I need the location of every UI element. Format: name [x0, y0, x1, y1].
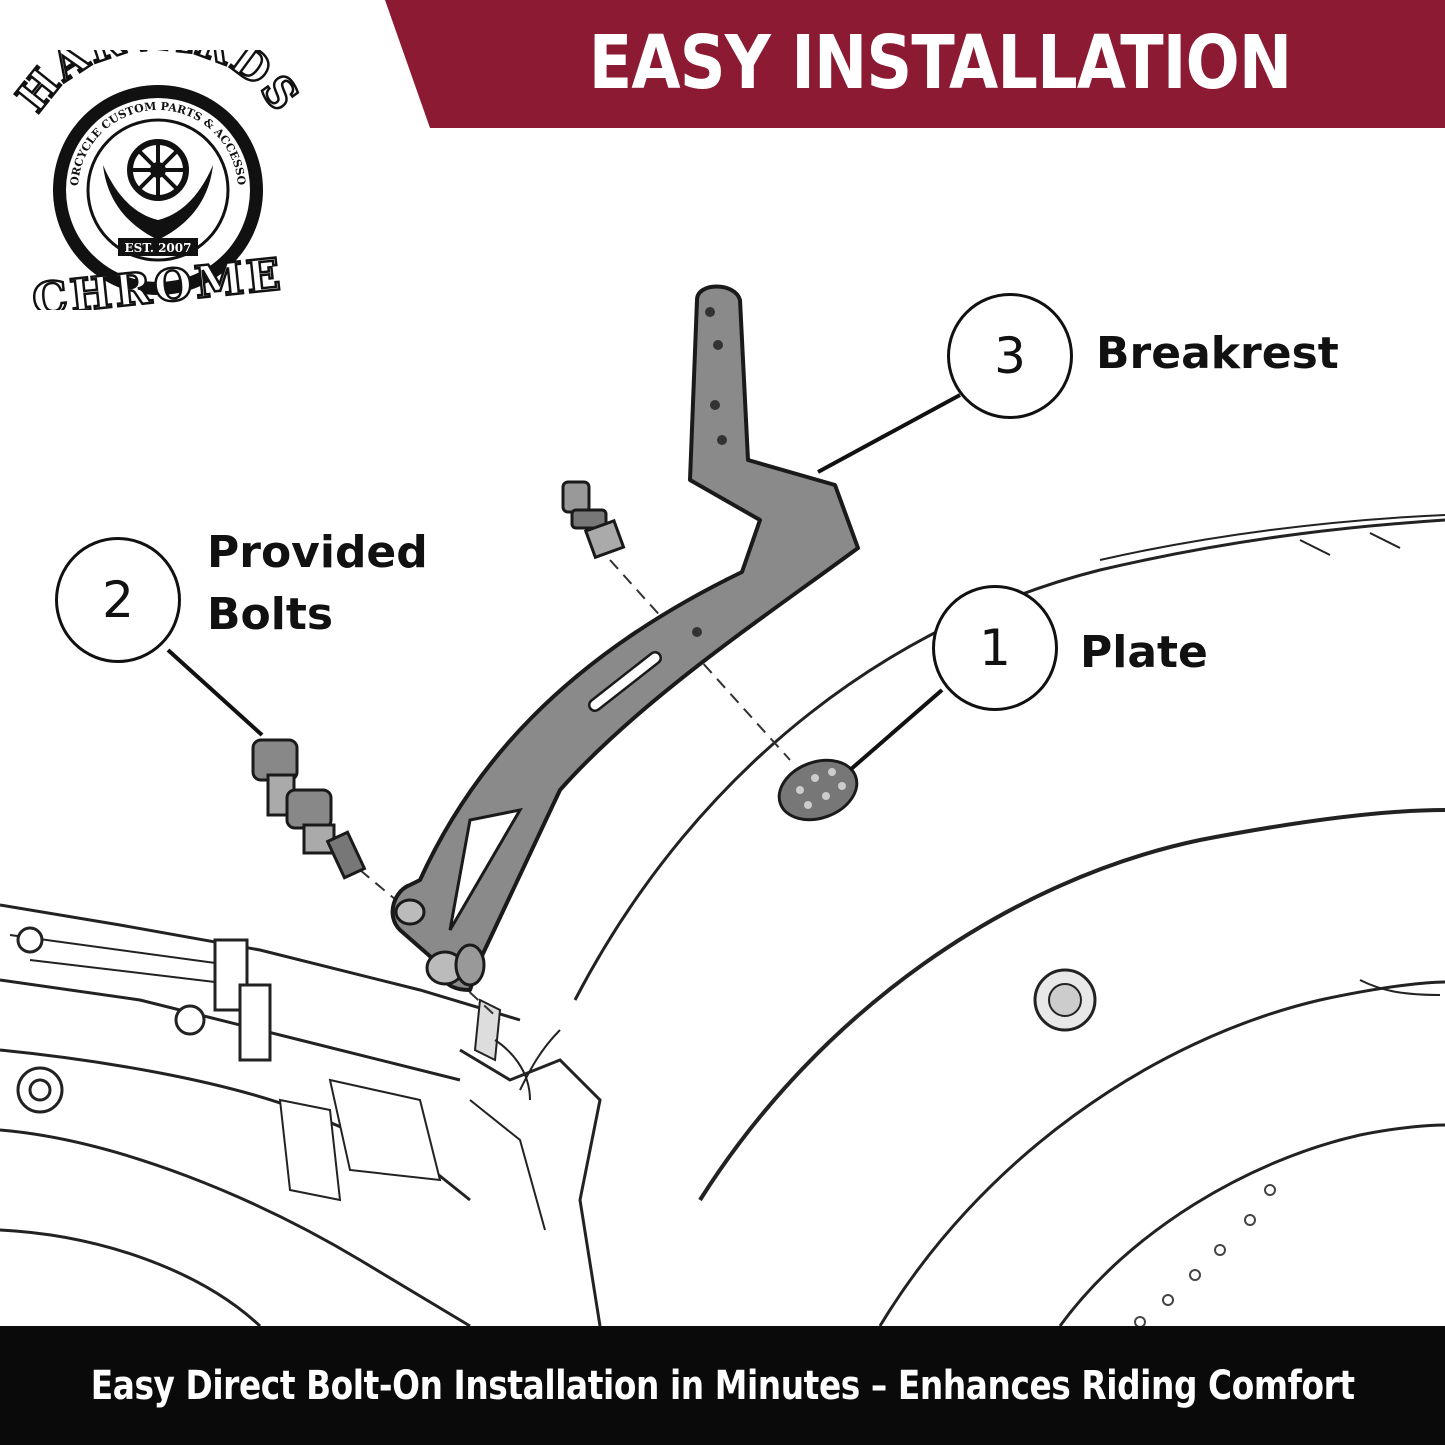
bolts-left-illustration	[251, 738, 367, 880]
fender-bolt-illustration	[1033, 968, 1097, 1032]
callout-3-circle: 3	[947, 293, 1073, 419]
footer-bar: Easy Direct Bolt-On Installation in Minu…	[0, 1326, 1445, 1445]
banner-title: EASY INSTALLATION	[588, 20, 1292, 106]
callout-2-number: 2	[102, 571, 134, 629]
fender-illustration	[573, 514, 1445, 1327]
frame-illustration	[0, 903, 602, 1328]
callout-1-label: Plate	[1080, 627, 1208, 678]
callout-3-number: 3	[994, 327, 1026, 385]
banner-shape	[385, 0, 1445, 128]
callout-2-circle: 2	[55, 537, 181, 663]
footer-text: Easy Direct Bolt-On Installation in Minu…	[90, 1362, 1355, 1409]
breakrest-bracket-illustration	[390, 284, 860, 992]
logo-est-text: EST. 2007	[125, 241, 192, 255]
leader-lines	[166, 393, 961, 772]
callout-3-label: Breakrest	[1096, 328, 1339, 379]
callout-2-label-line2: Bolts	[207, 589, 334, 640]
fender-holes	[1134, 1184, 1276, 1328]
callout-2-label: Provided Bolts	[207, 522, 428, 646]
brand-logo: HARVARDS MOTORCYCLE CUSTOM PARTS & ACCES…	[8, 50, 308, 310]
callout-2-label-line1: Provided	[207, 527, 428, 578]
bolt-top-illustration	[561, 480, 626, 560]
callout-1-number: 1	[979, 619, 1011, 677]
header-banner: EASY INSTALLATION	[0, 0, 1445, 130]
callout-1-circle: 1	[932, 585, 1058, 711]
plate-illustration	[777, 758, 859, 822]
wheel-emblem-icon	[103, 139, 213, 240]
